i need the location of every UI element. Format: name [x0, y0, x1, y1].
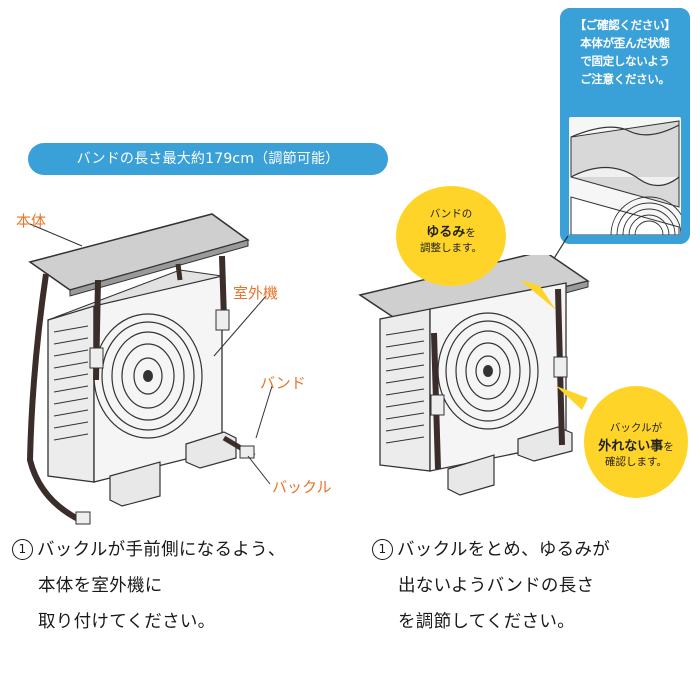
- step-text: バックルをとめ、ゆるみが: [397, 540, 611, 560]
- caution-line: ご注意ください。: [580, 72, 670, 86]
- right-unit-illustration: [358, 255, 590, 496]
- step-text: バックルが手前側になるよう、: [37, 540, 286, 560]
- step-number: 1: [12, 539, 33, 560]
- step-line: を調節してください。: [398, 612, 575, 632]
- step-line: 取り付けてください。: [38, 612, 216, 632]
- warped-cover-illustration: [569, 117, 688, 274]
- bubble-pointer: [520, 280, 556, 310]
- bubble-text: を: [663, 441, 674, 453]
- bubble-text: 調整します。: [420, 242, 482, 254]
- bubble-emphasis: 外れない事: [598, 439, 664, 454]
- step-line: 出ないようバンドの長さ: [398, 576, 595, 596]
- bubble-text: バックルが: [609, 422, 663, 434]
- caution-title: 【ご確認ください】: [574, 18, 676, 32]
- bubble-text: バンドの: [429, 208, 473, 220]
- step-line: 本体を室外機に: [38, 576, 163, 596]
- bubble-text: を: [465, 227, 476, 239]
- caution-line: で固定しないよう: [580, 54, 670, 68]
- label-buckle: バックル: [272, 478, 332, 496]
- caution-box: 【ご確認ください】 本体が歪んだ状態 で固定しないよう ご注意ください。: [560, 8, 690, 274]
- step-number: 1: [372, 539, 393, 560]
- label-body: 本体: [16, 212, 47, 230]
- label-band: バンド: [260, 374, 306, 392]
- bubble-pointer: [556, 386, 588, 410]
- label-outdoor-unit: 室外機: [233, 284, 279, 302]
- band-length-note: バンドの長さ最大約179cm（調節可能）: [28, 143, 388, 175]
- bubble-emphasis: ゆるみ: [426, 225, 466, 240]
- bubble-adjust-slack: バンドの ゆるみを 調整します。: [396, 186, 506, 286]
- bubble-text: 確認します。: [605, 456, 667, 468]
- bubble-check-buckle: バックルが 外れない事を 確認します。: [584, 386, 688, 498]
- caution-line: 本体が歪んだ状態: [580, 36, 670, 50]
- left-unit-illustration: [26, 213, 273, 525]
